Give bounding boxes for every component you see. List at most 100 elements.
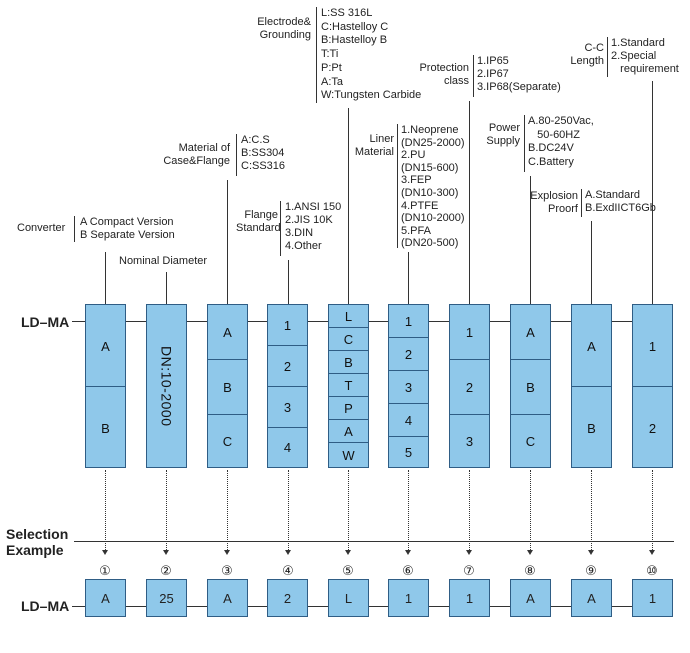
example-value: 1	[632, 579, 673, 617]
column-power: A B C	[510, 304, 551, 468]
cc-label: C-C Length	[562, 42, 604, 68]
option: C:SS316	[241, 160, 286, 172]
option: 1.Standard	[611, 37, 665, 49]
electrode-options: L:SS 316L C:Hastelloy C B:Hastelloy B T:…	[321, 7, 421, 103]
option: 4.Other	[285, 240, 322, 252]
step-number: ④	[282, 563, 294, 578]
explosion-options: A.Standard B.ExdIICT6Gb	[585, 189, 656, 215]
arrowhead	[285, 550, 291, 555]
example-value: 25	[146, 579, 187, 617]
column-cell: 2	[404, 346, 413, 362]
label-line: C-C	[584, 42, 604, 54]
label-line: Material	[354, 146, 394, 158]
column-cell: A	[101, 338, 110, 354]
cc-brace	[607, 37, 608, 77]
connector-line	[227, 180, 228, 304]
dotted-arrow	[530, 470, 531, 550]
label-line: Power	[488, 122, 520, 134]
option: B.ExdIICT6Gb	[585, 202, 656, 214]
option: A.80-250Vac,	[528, 115, 594, 127]
option: (DN10-300)	[401, 186, 459, 199]
cell-divider	[329, 350, 368, 351]
protection-brace	[473, 55, 474, 97]
power-brace	[524, 115, 525, 172]
label-line: Flange	[244, 209, 278, 221]
column-electrode: L C B T P A W	[328, 304, 369, 468]
cell-divider	[208, 414, 247, 415]
step-number: ②	[160, 563, 172, 578]
converter-options: A Compact Version B Separate Version	[80, 216, 175, 242]
connector-line	[288, 260, 289, 304]
power-options: A.80-250Vac, 50-60HZ B.DC24V C.Battery	[528, 115, 594, 169]
electrode-label: Electrode& Grounding	[247, 16, 311, 42]
example-value: A	[510, 579, 551, 617]
option: 1.IP65	[477, 55, 509, 67]
option: 3.FEP	[401, 174, 432, 187]
protection-options: 1.IP65 2.IP67 3.IP68(Separate)	[477, 55, 561, 94]
column-cell: B	[223, 379, 232, 395]
dotted-arrow	[166, 470, 167, 550]
material-case-brace	[236, 134, 237, 176]
cell-divider	[268, 345, 307, 346]
label-line: Standard	[236, 222, 281, 234]
dotted-arrow	[288, 470, 289, 550]
converter-brace	[74, 216, 75, 242]
option: C.Battery	[528, 155, 574, 168]
dotted-arrow	[469, 470, 470, 550]
converter-label: Converter	[17, 222, 66, 234]
label-line: Case&Flange	[163, 155, 230, 167]
dotted-arrow	[348, 470, 349, 550]
protection-label: Protection class	[413, 62, 469, 88]
example-line	[72, 606, 672, 607]
option: (DN15-600)	[401, 161, 459, 174]
option: P:Pt	[321, 61, 342, 74]
arrowhead	[527, 550, 533, 555]
column-cell: 1	[465, 324, 474, 340]
option: A:Ta	[321, 75, 344, 88]
option: 3.DIN	[285, 227, 314, 239]
option: 2.JIS 10K	[285, 214, 333, 226]
column-cell: DN:10-2000	[147, 305, 186, 467]
model-code: LD–MA	[21, 314, 70, 330]
example-value: 1	[449, 579, 490, 617]
cell-divider	[389, 436, 428, 437]
material-case-options: A:C.S B:SS304 C:SS316	[241, 134, 285, 173]
cell-divider	[389, 337, 428, 338]
connector-line	[408, 252, 409, 304]
flange-label: Flange Standard	[236, 209, 281, 235]
label-line: Supply	[486, 135, 520, 147]
column-cell: C	[525, 433, 536, 449]
cell-divider	[511, 414, 550, 415]
option: A.Standard	[585, 189, 641, 201]
column-nominal-diameter: DN:10-2000	[146, 304, 187, 468]
label-line: Example	[6, 542, 64, 558]
cell-divider	[268, 427, 307, 428]
arrowhead	[224, 550, 230, 555]
example-value: L	[328, 579, 369, 617]
option: 1.ANSI 150	[285, 201, 342, 213]
cell-divider	[86, 386, 125, 387]
material-case-label: Material of Case&Flange	[158, 142, 230, 168]
option: A Compact Version	[80, 216, 174, 228]
column-cell: 1	[283, 317, 292, 333]
column-cell: 3	[283, 399, 292, 415]
connector-line	[166, 272, 167, 304]
step-number: ⑦	[463, 563, 475, 578]
arrowhead	[649, 550, 655, 555]
option: B.DC24V	[528, 142, 574, 155]
cell-divider	[633, 386, 672, 387]
cell-divider	[572, 386, 611, 387]
option: B Separate Version	[80, 229, 175, 241]
dotted-arrow	[652, 470, 653, 550]
label-line: Selection	[6, 526, 69, 542]
cell-divider	[329, 442, 368, 443]
code-line	[72, 321, 672, 322]
cell-divider	[389, 370, 428, 371]
column-cell: 3	[404, 379, 413, 395]
cell-divider	[329, 419, 368, 420]
column-cell: 2	[648, 420, 657, 436]
cell-divider	[329, 373, 368, 374]
step-number: ⑧	[524, 563, 536, 578]
step-number: ⑤	[342, 563, 354, 578]
step-number: ①	[99, 563, 111, 578]
